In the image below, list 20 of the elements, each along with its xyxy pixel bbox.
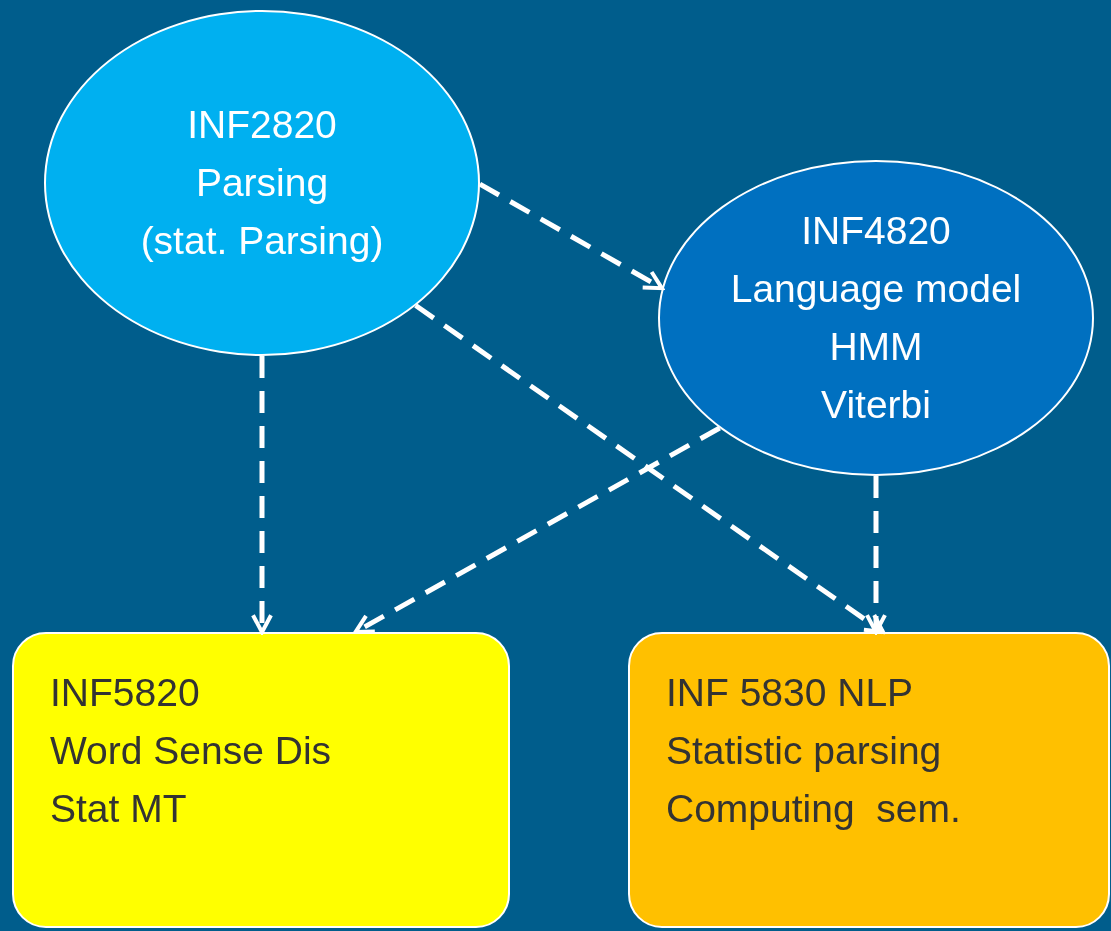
- course-box: [628, 632, 1110, 928]
- node-text: Statistic parsing: [666, 728, 942, 774]
- node-text: (stat. Parsing): [140, 218, 384, 264]
- dashed-arrow: [478, 181, 664, 291]
- node-text: INF2820: [187, 102, 337, 148]
- dashed-arrow: [353, 425, 721, 635]
- dashed-arrow: [251, 356, 273, 635]
- node-text: INF 5830 NLP: [666, 670, 914, 716]
- node-text: Stat MT: [50, 786, 187, 832]
- node-text: HMM: [829, 324, 923, 370]
- node-text: Parsing: [195, 160, 329, 206]
- node-text: Viterbi: [821, 382, 931, 428]
- course-box: [12, 632, 510, 928]
- node-text: INF5820: [50, 670, 200, 716]
- node-text: Language model: [730, 266, 1022, 312]
- dashed-arrow: [865, 476, 887, 635]
- node-text: Computing sem.: [666, 786, 961, 832]
- node-text: Word Sense Dis: [50, 728, 332, 774]
- node-text: INF4820: [801, 208, 951, 254]
- dashed-arrow: [414, 303, 885, 635]
